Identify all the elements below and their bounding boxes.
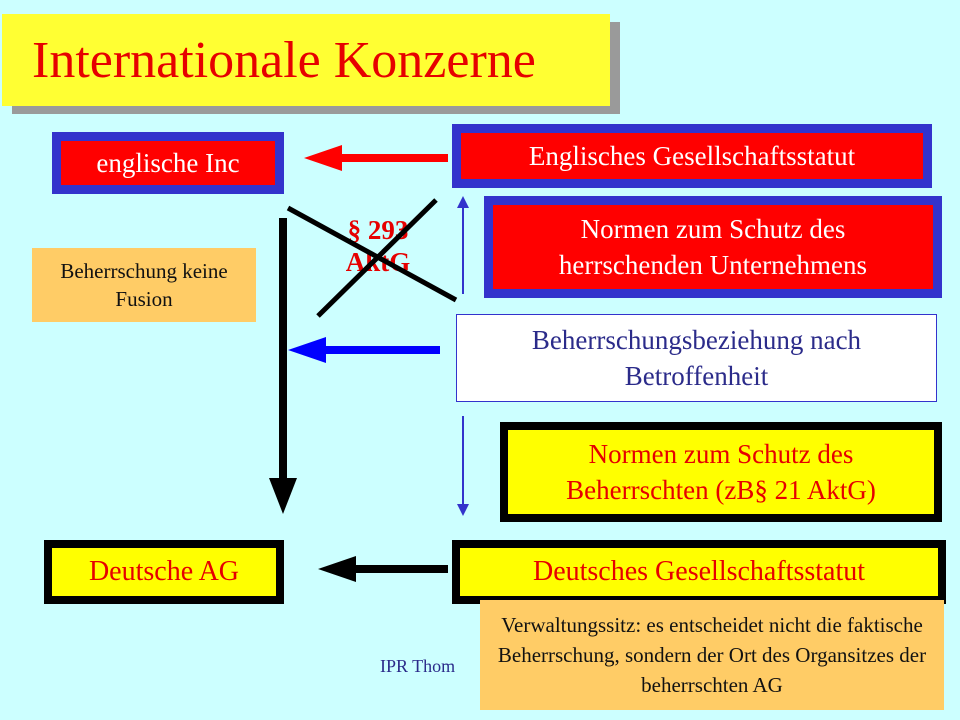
verwaltungssitz-note: Verwaltungssitz: es entscheidet nicht di… bbox=[480, 600, 944, 710]
red-arrow-head bbox=[304, 145, 342, 171]
footer-text: IPR Thom bbox=[380, 656, 456, 676]
englisches-statut-box: Englisches Gesellschaftsstatut bbox=[452, 124, 932, 188]
normen-beherrscht-box: Normen zum Schutz des Beherrschten (zB§ … bbox=[500, 422, 942, 522]
deutsches-statut-box: Deutsches Gesellschaftsstatut bbox=[452, 540, 946, 604]
beherrschungsbeziehung-label: Beherrschungsbeziehung nach Betroffenhei… bbox=[531, 325, 862, 391]
page-title: Internationale Konzerne bbox=[32, 31, 536, 89]
double-arrow-top-head-up bbox=[457, 196, 469, 208]
black-arrow-head bbox=[318, 556, 356, 582]
beherrschung-note-label: Beherrschung keine Fusion bbox=[60, 259, 228, 311]
blue-arrow-head bbox=[288, 337, 326, 363]
deutsche-ag-label: Deutsche AG bbox=[88, 556, 240, 587]
englische-inc-box: englische Inc bbox=[52, 132, 284, 194]
crossed-label: § 293 AktG bbox=[345, 215, 411, 277]
normen-beherrscht-label: Normen zum Schutz des Beherrschten (zB§ … bbox=[566, 439, 876, 505]
englisches-statut-label: Englisches Gesellschaftsstatut bbox=[528, 141, 856, 171]
normen-herrschend-box: Normen zum Schutz des herrschenden Unter… bbox=[484, 196, 942, 298]
beherrschung-note: Beherrschung keine Fusion bbox=[32, 248, 256, 322]
normen-herrschend-label: Normen zum Schutz des herrschenden Unter… bbox=[558, 214, 868, 280]
double-arrow-bottom-head-down bbox=[457, 504, 469, 516]
beherrschungsbeziehung-box: Beherrschungsbeziehung nach Betroffenhei… bbox=[456, 314, 937, 402]
vertical-arrow-head bbox=[269, 478, 297, 514]
deutsches-statut-label: Deutsches Gesellschaftsstatut bbox=[532, 556, 866, 587]
englische-inc-label: englische Inc bbox=[96, 148, 240, 178]
verwaltungssitz-label: Verwaltungssitz: es entscheidet nicht di… bbox=[497, 613, 927, 697]
title-box: Internationale Konzerne bbox=[2, 14, 610, 106]
deutsche-ag-box: Deutsche AG bbox=[44, 540, 284, 604]
